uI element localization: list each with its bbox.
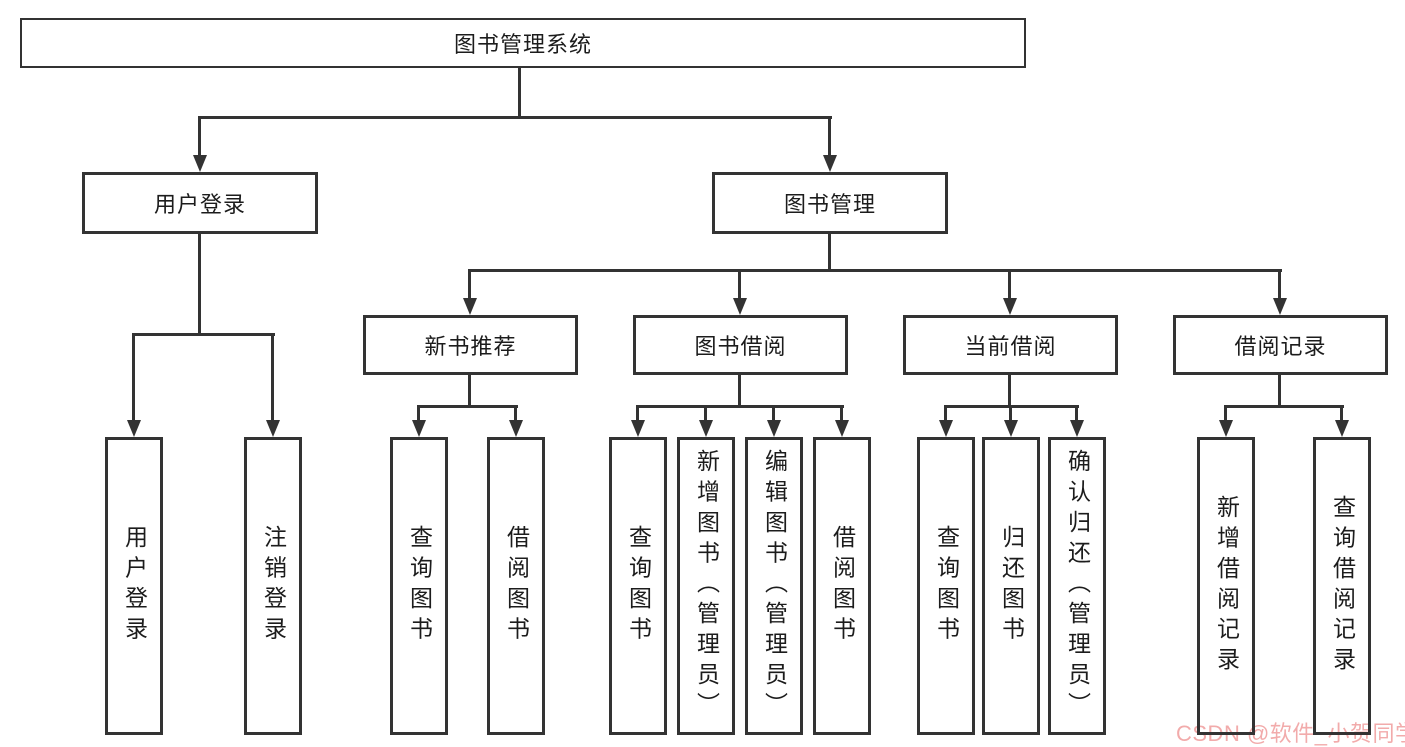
connector-line-horizontal xyxy=(944,405,1079,408)
arrowhead-down-icon xyxy=(509,420,523,437)
connector-line-horizontal xyxy=(132,333,275,336)
connector-line-vertical xyxy=(944,407,947,422)
node-book-borrowing: 图书借阅 xyxy=(633,315,848,375)
leaf-logout: 注销登录 xyxy=(244,437,302,735)
connector-line-vertical xyxy=(828,234,831,271)
leaf-bb-query-books: 查询图书 xyxy=(609,437,667,735)
arrowhead-down-icon xyxy=(1273,298,1287,315)
connector-line-horizontal xyxy=(198,116,832,119)
leaf-cb-return-books-label: 归还图书 xyxy=(998,525,1025,647)
connector-line-horizontal xyxy=(468,269,1282,272)
arrowhead-down-icon xyxy=(1219,420,1233,437)
connector-line-vertical xyxy=(840,407,843,422)
connector-line-vertical xyxy=(132,335,135,422)
leaf-bb-edit-books-admin: 编辑图书（管理员） xyxy=(745,437,803,735)
connector-line-vertical xyxy=(1008,271,1011,300)
arrowhead-down-icon xyxy=(266,420,280,437)
node-current-borrowing: 当前借阅 xyxy=(903,315,1118,375)
connector-line-vertical xyxy=(772,407,775,422)
arrowhead-down-icon xyxy=(767,420,781,437)
node-user-login-label: 用户登录 xyxy=(153,192,246,217)
connector-line-vertical xyxy=(514,407,517,422)
node-root: 图书管理系统 xyxy=(20,18,1026,68)
node-root-label: 图书管理系统 xyxy=(453,32,592,57)
connector-line-vertical xyxy=(1340,407,1343,422)
connector-line-horizontal xyxy=(417,405,518,408)
connector-line-vertical xyxy=(1224,407,1227,422)
leaf-user-login: 用户登录 xyxy=(105,437,163,735)
connector-line-horizontal xyxy=(1224,405,1344,408)
leaf-user-login-label: 用户登录 xyxy=(121,525,148,647)
connector-line-vertical xyxy=(271,335,274,422)
node-book-management: 图书管理 xyxy=(712,172,948,234)
arrowhead-down-icon xyxy=(631,420,645,437)
node-borrow-records-label: 借阅记录 xyxy=(1234,334,1327,359)
arrowhead-down-icon xyxy=(733,298,747,315)
node-new-book-recommend-label: 新书推荐 xyxy=(424,334,517,359)
arrowhead-down-icon xyxy=(127,420,141,437)
connector-line-vertical xyxy=(1009,407,1012,422)
leaf-cb-query-books-label: 查询图书 xyxy=(933,525,960,647)
leaf-br-query-record-label: 查询借阅记录 xyxy=(1329,494,1356,678)
connector-line-vertical xyxy=(738,375,741,407)
leaf-cb-confirm-return-admin: 确认归还（管理员） xyxy=(1048,437,1106,735)
node-current-borrowing-label: 当前借阅 xyxy=(964,334,1057,359)
node-user-login: 用户登录 xyxy=(82,172,318,234)
arrowhead-down-icon xyxy=(835,420,849,437)
leaf-bb-add-books-admin: 新增图书（管理员） xyxy=(677,437,735,735)
arrowhead-down-icon xyxy=(1335,420,1349,437)
leaf-bb-borrow-books: 借阅图书 xyxy=(813,437,871,735)
leaf-br-query-record: 查询借阅记录 xyxy=(1313,437,1371,735)
connector-line-vertical xyxy=(636,407,639,422)
leaf-nbr-borrow-books: 借阅图书 xyxy=(487,437,545,735)
node-new-book-recommend: 新书推荐 xyxy=(363,315,578,375)
leaf-nbr-query-books: 查询图书 xyxy=(390,437,448,735)
connector-line-horizontal xyxy=(636,405,844,408)
node-book-borrowing-label: 图书借阅 xyxy=(694,334,787,359)
arrowhead-down-icon xyxy=(1004,420,1018,437)
leaf-nbr-query-books-label: 查询图书 xyxy=(406,525,433,647)
arrowhead-down-icon xyxy=(193,155,207,172)
arrowhead-down-icon xyxy=(1070,420,1084,437)
connector-line-vertical xyxy=(417,407,420,422)
connector-line-vertical xyxy=(704,407,707,422)
leaf-cb-return-books: 归还图书 xyxy=(982,437,1040,735)
leaf-br-add-record-label: 新增借阅记录 xyxy=(1213,494,1240,678)
leaf-br-add-record: 新增借阅记录 xyxy=(1197,437,1255,735)
arrowhead-down-icon xyxy=(939,420,953,437)
arrowhead-down-icon xyxy=(1003,298,1017,315)
connector-line-vertical xyxy=(1075,407,1078,422)
connector-line-vertical xyxy=(198,118,201,157)
leaf-bb-add-books-admin-label: 新增图书（管理员） xyxy=(693,449,720,723)
connector-line-vertical xyxy=(518,68,521,118)
leaf-bb-edit-books-admin-label: 编辑图书（管理员） xyxy=(761,449,788,723)
node-borrow-records: 借阅记录 xyxy=(1173,315,1388,375)
arrowhead-down-icon xyxy=(823,155,837,172)
connector-line-vertical xyxy=(1278,271,1281,300)
connector-line-vertical xyxy=(738,271,741,300)
connector-line-vertical xyxy=(1008,375,1011,407)
leaf-bb-query-books-label: 查询图书 xyxy=(625,525,652,647)
arrowhead-down-icon xyxy=(699,420,713,437)
leaf-nbr-borrow-books-label: 借阅图书 xyxy=(503,525,530,647)
leaf-logout-label: 注销登录 xyxy=(260,525,287,647)
connector-line-vertical xyxy=(468,375,471,407)
arrowhead-down-icon xyxy=(412,420,426,437)
leaf-cb-query-books: 查询图书 xyxy=(917,437,975,735)
leaf-bb-borrow-books-label: 借阅图书 xyxy=(829,525,856,647)
connector-line-vertical xyxy=(198,234,201,335)
connector-line-vertical xyxy=(828,118,831,157)
leaf-cb-confirm-return-admin-label: 确认归还（管理员） xyxy=(1064,449,1091,723)
connector-line-vertical xyxy=(1278,375,1281,407)
node-book-management-label: 图书管理 xyxy=(783,192,876,217)
connector-line-vertical xyxy=(468,271,471,300)
arrowhead-down-icon xyxy=(463,298,477,315)
